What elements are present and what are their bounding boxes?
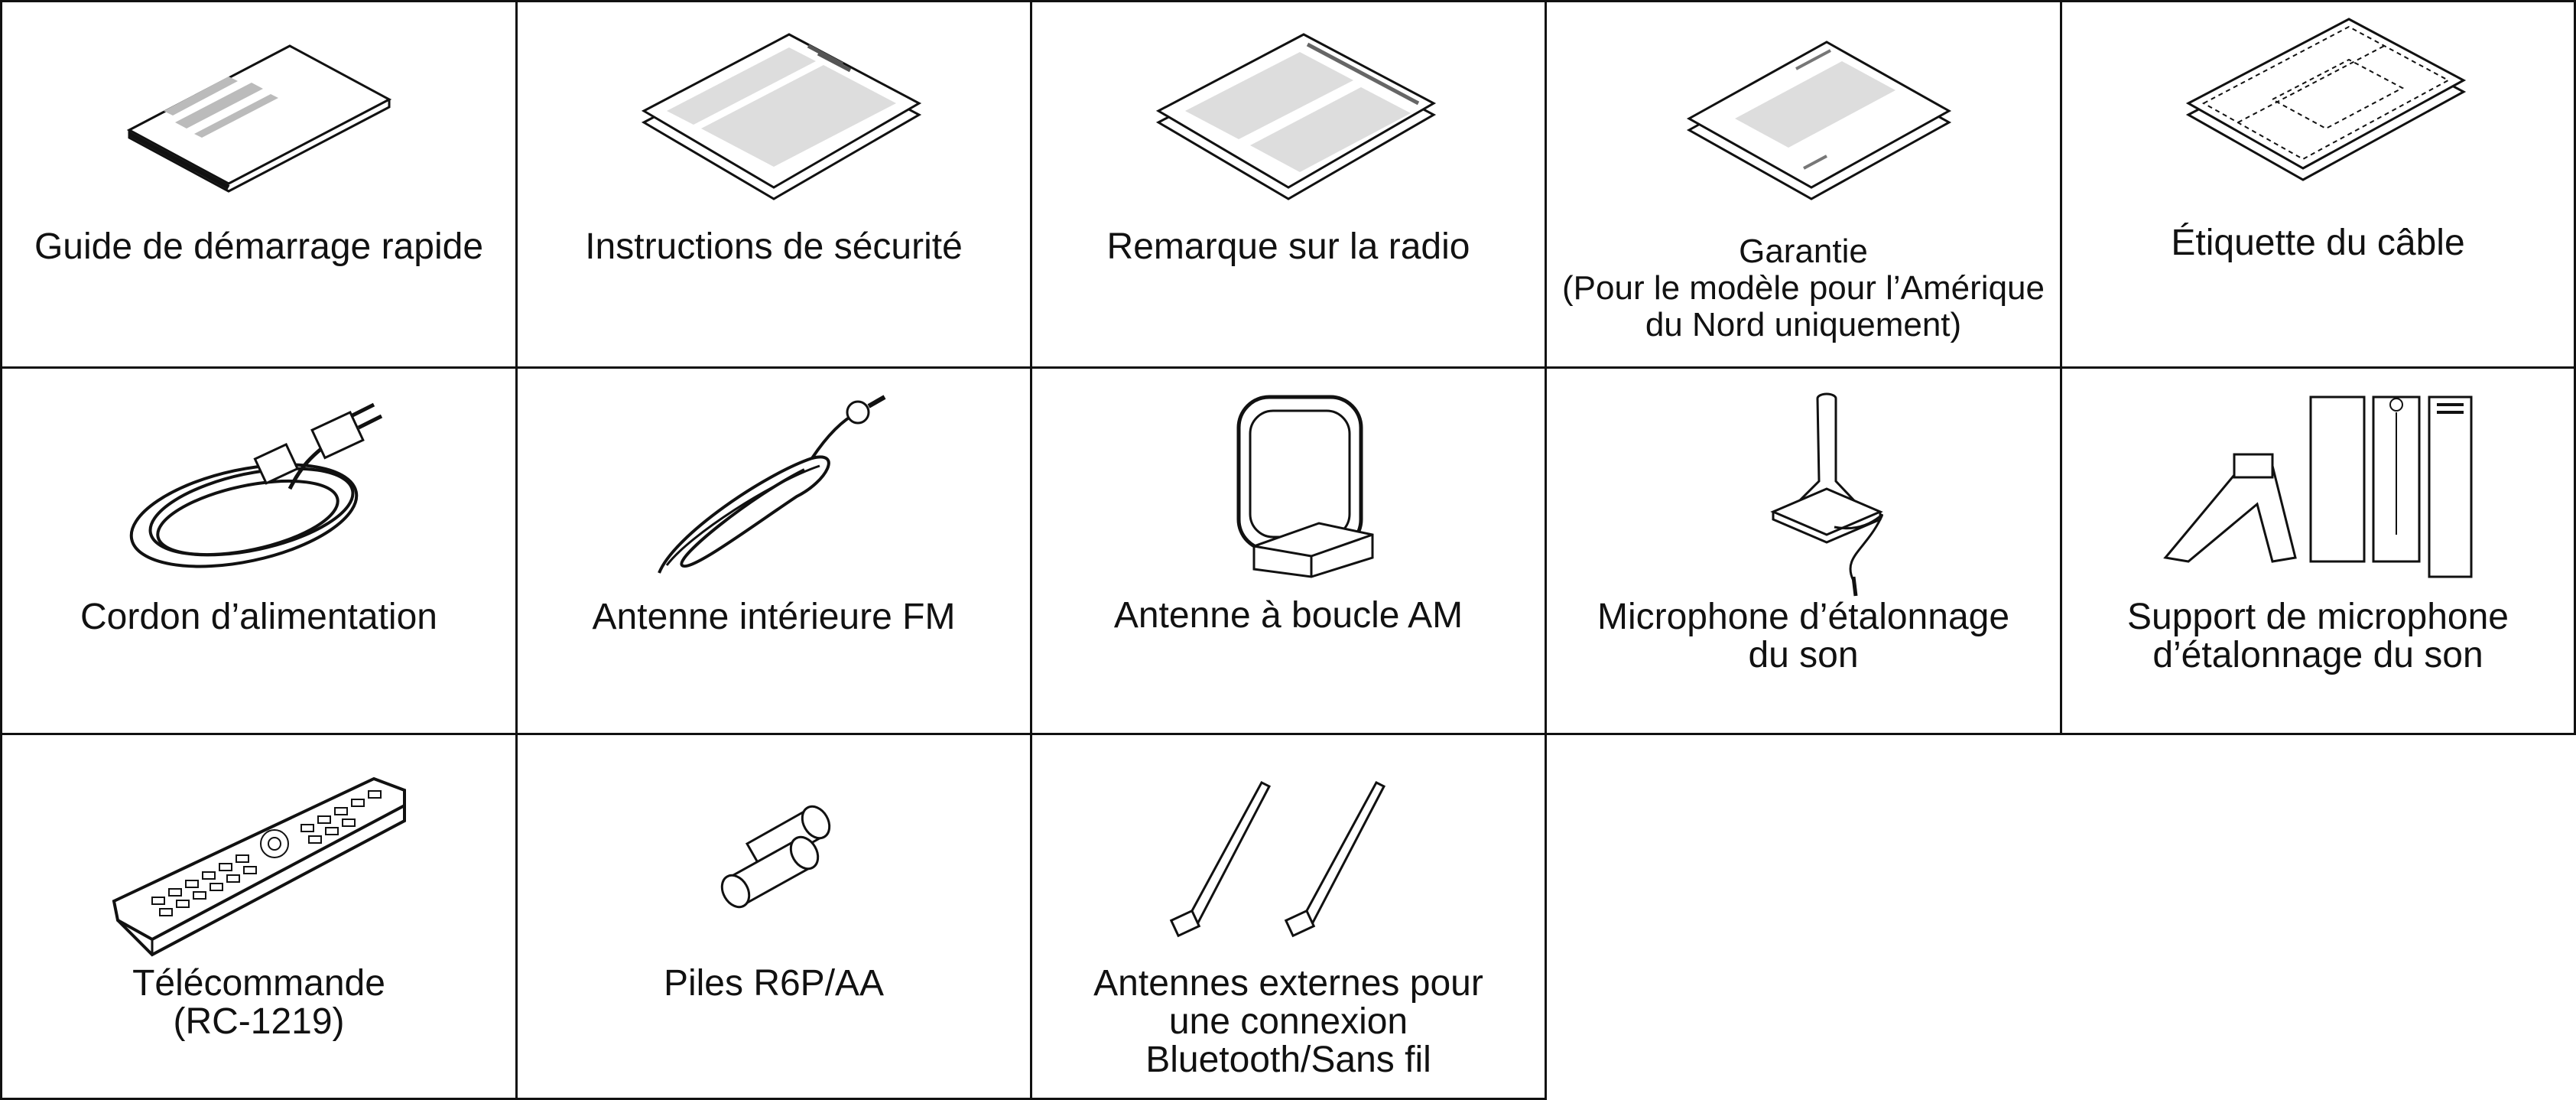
remote-control-icon [83, 748, 435, 962]
cell-external-antennas: Antennes externes pour une connexion Blu… [1030, 733, 1547, 1100]
cell-batteries: Piles R6P/AA [515, 733, 1032, 1100]
caption-radio-note: Remarque sur la radio [1106, 226, 1470, 267]
cell-remote-control: Télécommande (RC-1219) [0, 733, 518, 1100]
caption-external-antennas: Antennes externes pour une connexion Blu… [1093, 963, 1483, 1080]
cell-cable-label: Étiquette du câble [2060, 0, 2576, 369]
leaflet-icon [1643, 15, 1964, 229]
leaflet-icon [1128, 15, 1449, 229]
am-loop-antenna-icon [1128, 382, 1449, 596]
label-sheet-icon [2158, 15, 2479, 229]
cell-radio-note: Remarque sur la radio [1030, 0, 1547, 369]
caption-quick-start-guide: Guide de démarrage rapide [34, 226, 484, 267]
fm-antenna-icon [613, 382, 934, 596]
caption-cable-label: Étiquette du câble [2171, 223, 2465, 263]
cell-setup-microphone: Microphone d’étalonnage du son [1545, 366, 2062, 735]
cell-am-loop-antenna: Antenne à boucle AM [1030, 366, 1547, 735]
leaflet-icon [613, 15, 934, 229]
caption-warranty: Garantie (Pour le modèle pour l’Amérique… [1562, 233, 2045, 343]
external-antennas-icon [1128, 748, 1449, 962]
cell-warranty: Garantie (Pour le modèle pour l’Amérique… [1545, 0, 2062, 369]
caption-batteries: Piles R6P/AA [663, 963, 885, 1004]
caption-setup-microphone: Microphone d’étalonnage du son [1597, 597, 2010, 675]
cell-microphone-stand: Support de microphone d’étalonnage du so… [2060, 366, 2576, 735]
batteries-icon [613, 748, 934, 962]
caption-microphone-stand: Support de microphone d’étalonnage du so… [2127, 597, 2509, 675]
caption-remote-control: Télécommande (RC-1219) [132, 963, 385, 1042]
cell-power-cord: Cordon d’alimentation [0, 366, 518, 735]
cell-fm-antenna: Antenne intérieure FM [515, 366, 1032, 735]
microphone-stand-icon [2142, 382, 2494, 596]
microphone-icon [1643, 382, 1964, 596]
power-cord-icon [99, 382, 420, 596]
cell-quick-start-guide: Guide de démarrage rapide [0, 0, 518, 369]
caption-am-loop-antenna: Antenne à boucle AM [1113, 595, 1463, 636]
caption-safety-instructions: Instructions de sécurité [585, 226, 963, 267]
caption-power-cord: Cordon d’alimentation [80, 597, 437, 637]
caption-fm-antenna: Antenne intérieure FM [592, 597, 956, 637]
booklet-icon [99, 15, 420, 229]
cell-safety-instructions: Instructions de sécurité [515, 0, 1032, 369]
